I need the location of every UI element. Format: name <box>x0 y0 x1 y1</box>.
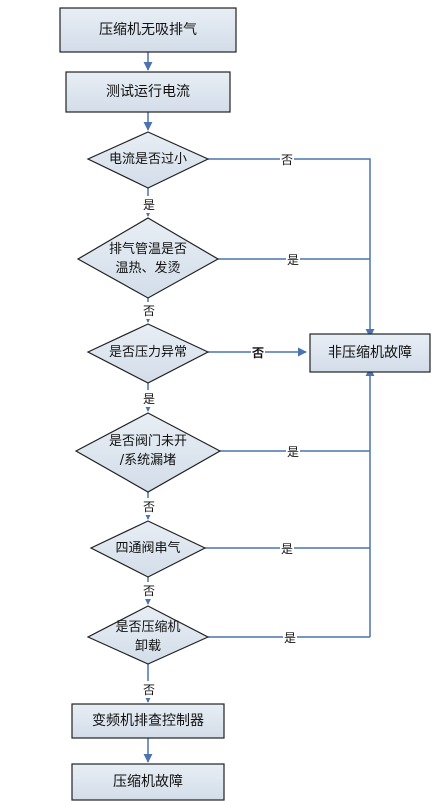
pipe-temp-diamond <box>76 217 220 299</box>
unload-diamond <box>86 605 210 665</box>
non-compressor-fault-box <box>309 333 431 373</box>
test-current-box <box>65 71 231 113</box>
pressure-diamond <box>86 323 210 384</box>
current-low-diamond <box>86 131 210 189</box>
valve-diamond <box>74 412 222 493</box>
edge-current-no <box>208 158 375 338</box>
inverter-box <box>71 703 225 739</box>
compressor-fault-box <box>71 763 225 801</box>
four-way-diamond <box>89 520 207 578</box>
start-box <box>59 7 237 53</box>
